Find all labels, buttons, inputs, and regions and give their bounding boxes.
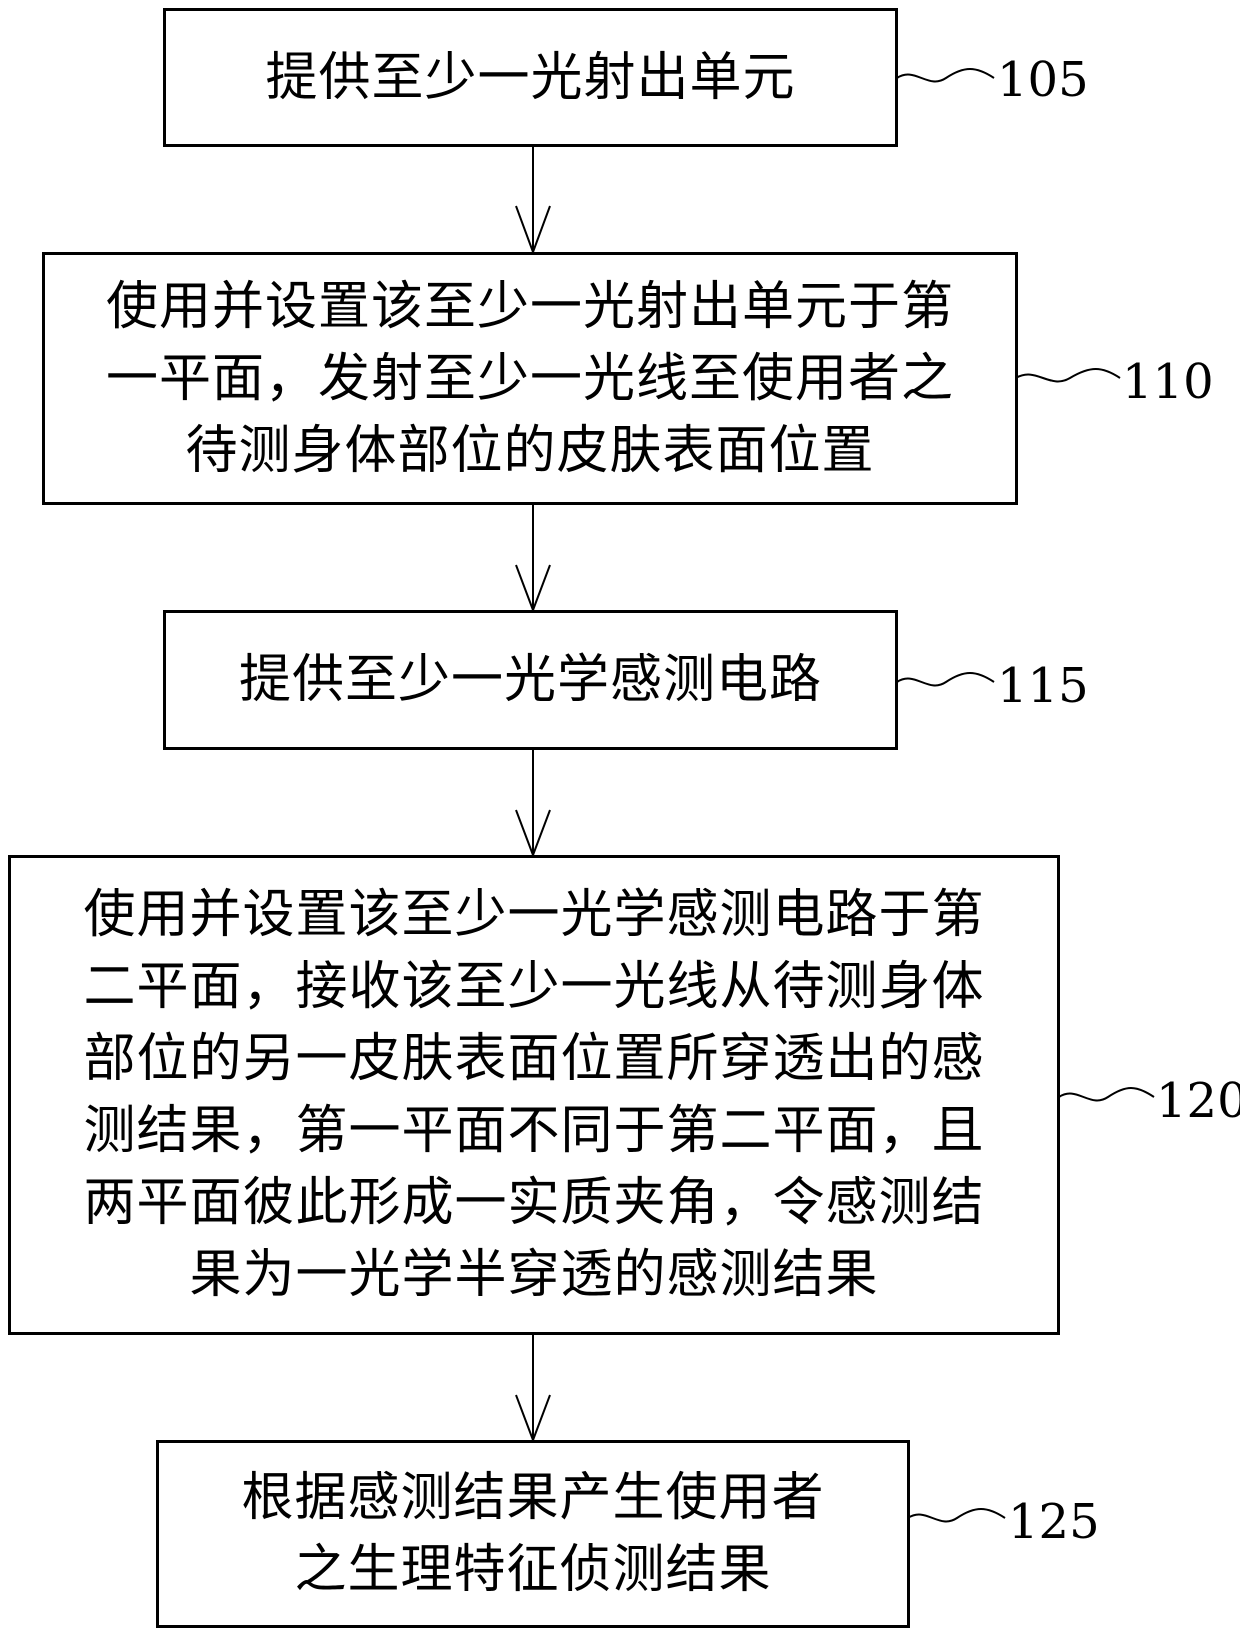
leader-120 xyxy=(1059,1088,1154,1100)
step-120-line-2: 二平面，接收该至少一光线从待测身体 xyxy=(83,951,984,1023)
step-box-110: 使用并设置该至少一光射出单元于第 一平面，发射至少一光线至使用者之 待测身体部位… xyxy=(42,252,1018,505)
ref-label-115: 115 xyxy=(997,658,1089,714)
arrowhead-120-125 xyxy=(516,1395,550,1440)
ref-label-110: 110 xyxy=(1122,354,1214,410)
step-120-line-3: 部位的另一皮肤表面位置所穿透出的感 xyxy=(83,1023,984,1095)
step-120-line-6: 果为一光学半穿透的感测结果 xyxy=(189,1239,878,1311)
step-110-line-2: 一平面，发射至少一光线至使用者之 xyxy=(106,343,954,415)
leader-115 xyxy=(897,673,994,685)
ref-label-120: 120 xyxy=(1156,1073,1240,1129)
step-105-line-1: 提供至少一光射出单元 xyxy=(265,42,795,114)
step-box-105: 提供至少一光射出单元 xyxy=(163,8,898,147)
step-box-115: 提供至少一光学感测电路 xyxy=(163,610,898,750)
leader-105 xyxy=(897,69,994,81)
step-125-line-1: 根据感测结果产生使用者 xyxy=(241,1462,824,1534)
leader-110 xyxy=(1016,369,1120,381)
arrowhead-105-110 xyxy=(516,206,550,252)
step-box-125: 根据感测结果产生使用者 之生理特征侦测结果 xyxy=(156,1440,910,1628)
step-125-line-2: 之生理特征侦测结果 xyxy=(294,1534,771,1606)
step-120-line-5: 两平面彼此形成一实质夹角，令感测结 xyxy=(83,1167,984,1239)
step-120-line-1: 使用并设置该至少一光学感测电路于第 xyxy=(83,879,984,951)
step-110-line-3: 待测身体部位的皮肤表面位置 xyxy=(185,415,874,487)
arrowhead-110-115 xyxy=(516,565,550,610)
step-115-line-1: 提供至少一光学感测电路 xyxy=(239,644,822,716)
step-110-line-1: 使用并设置该至少一光射出单元于第 xyxy=(106,271,954,343)
step-box-120: 使用并设置该至少一光学感测电路于第 二平面，接收该至少一光线从待测身体 部位的另… xyxy=(8,855,1060,1335)
ref-label-105: 105 xyxy=(997,52,1089,108)
ref-label-125: 125 xyxy=(1008,1494,1100,1550)
leader-125 xyxy=(908,1509,1005,1521)
step-120-line-4: 测结果，第一平面不同于第二平面，且 xyxy=(83,1095,984,1167)
arrowhead-115-120 xyxy=(516,810,550,855)
